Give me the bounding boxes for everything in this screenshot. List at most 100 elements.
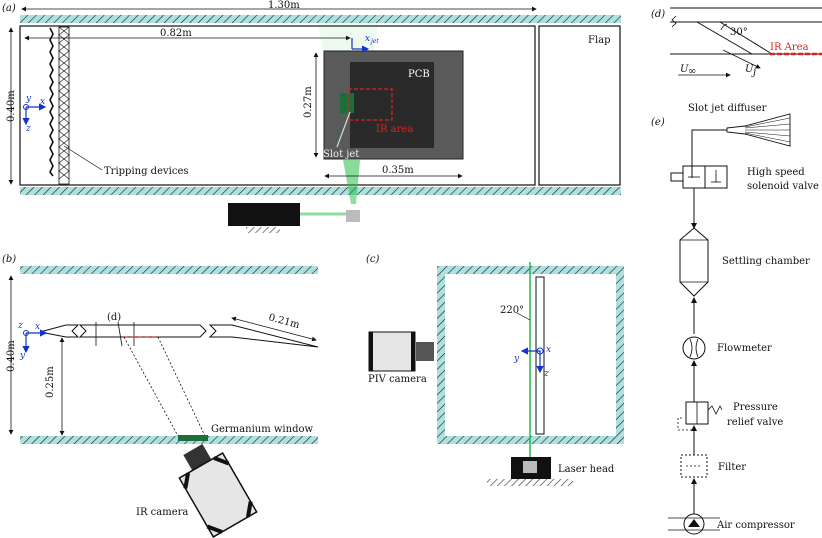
bottom-wall-b [20, 436, 318, 444]
air-compressor [683, 513, 705, 535]
d-break-left [671, 15, 677, 28]
ir-camera-label: IR camera [136, 507, 188, 518]
piv-camera [368, 331, 434, 372]
panel-e-label: (e) [651, 117, 665, 128]
panel-b: (b) 0.40m 0.25m (d) 0.21m z x y Germa [2, 254, 319, 538]
panel-c-label: (c) [366, 254, 380, 265]
pcb-label: PCB [408, 69, 430, 80]
ir-view-line-1 [123, 336, 179, 437]
tripping-label: Tripping devices [104, 166, 189, 177]
axis-x-c: x [546, 345, 551, 355]
ir-area-box [347, 88, 393, 121]
axis-z-b: z [17, 321, 23, 331]
valve-label-1: High speed [747, 167, 805, 178]
germanium-label: Germanium window [211, 424, 313, 435]
laser-head-mount [487, 479, 573, 486]
laser-sheet-bottom [343, 160, 360, 204]
settling-label: Settling chamber [722, 256, 810, 267]
height-label-b: 0.40m [6, 340, 17, 372]
laser-head-label: Laser head [558, 464, 615, 475]
plate-mid [78, 324, 207, 338]
panel-c: (c) 220° x y z PIV camera [366, 254, 624, 486]
d-uj-arrow [722, 49, 761, 69]
axis-xjet-label: x [365, 34, 370, 44]
bottom-wall-a [20, 187, 621, 195]
plate-mark-2 [117, 321, 123, 347]
d-jet-wall-1 [696, 21, 753, 55]
top-wall-a [20, 15, 621, 23]
valve-label-2: solenoid valve [747, 181, 819, 192]
slot-jet-leader [336, 111, 351, 148]
pcb-width-label: 0.35m [382, 165, 414, 176]
slot-jet-block [340, 93, 354, 113]
axis-xjet: x jet [351, 34, 379, 53]
taper-dimension [231, 316, 317, 342]
detail-d-label: (d) [107, 312, 121, 323]
diffuser-label: Slot jet diffuser [688, 103, 767, 114]
filter-label: Filter [718, 462, 746, 473]
tripping-devices [49, 26, 70, 185]
axis-y-b: y [19, 351, 26, 361]
axes-c: x y z [513, 345, 551, 379]
settling-chamber [679, 227, 709, 297]
axes-b: z x y [17, 321, 48, 361]
length-label: 1.30m [268, 0, 300, 11]
d-uj-sub: j [751, 67, 756, 78]
d-uinf-sub: ∞ [688, 66, 696, 77]
ir-view-line-2 [157, 336, 206, 437]
panel-d-label: (d) [651, 9, 665, 20]
wall-right-c [616, 266, 624, 444]
panel-e: (e) Slot jet diffuser High speed solenoi… [651, 103, 819, 535]
axis-y-c: y [513, 354, 520, 364]
plate-leading-edge [39, 324, 80, 338]
axis-z-a: z [25, 124, 31, 134]
d-angle-label: 30° [730, 27, 748, 38]
compressor-symbol [688, 519, 700, 527]
ir-area-label: IR area [376, 124, 413, 135]
pcb-height-label: 0.27m [303, 86, 314, 118]
germanium-window [178, 435, 208, 441]
wall-left-c [437, 266, 445, 444]
test-section-outline [19, 25, 536, 186]
tripping-leader [63, 145, 103, 171]
panel-a-label: (a) [2, 3, 16, 14]
solenoid-valve [670, 165, 728, 189]
d-ir-area-label: IR Area [770, 42, 809, 53]
laser-mirror-a [346, 210, 360, 222]
panel-a: (a) Flap 1.30m 0.82m 0.40m Tripping devi… [2, 0, 621, 233]
axis-x-a: x [40, 97, 45, 107]
slot-jet-diffuser [726, 113, 791, 147]
pipe-to-diffuser [691, 129, 727, 178]
flowmeter [682, 336, 706, 360]
laser-mount-a [246, 227, 280, 233]
d-angle-arc [720, 23, 728, 31]
slot-jet-label: Slot jet [323, 149, 359, 160]
relief-label-2: relief valve [727, 417, 783, 428]
flowmeter-label: Flowmeter [717, 343, 772, 354]
piv-camera-label: PIV camera [368, 374, 427, 385]
axis-y-a: y [25, 94, 32, 104]
d-uj-label: U [745, 64, 754, 75]
axis-x-b: x [35, 322, 40, 332]
axes-a: y x z [22, 94, 47, 134]
panel-d: (d) 30° IR Area U ∞ U j [651, 7, 822, 78]
depth-label-b: 0.25m [45, 366, 56, 398]
angle-220-label: 220° [500, 305, 524, 316]
angle-leader [516, 312, 531, 321]
top-wall-b [20, 266, 318, 274]
laser-head-aperture [523, 461, 537, 473]
axis-z-c: z [543, 369, 549, 379]
flap-label: Flap [588, 35, 611, 46]
panel-b-label: (b) [2, 254, 16, 265]
d-jet-wall-2 [719, 21, 773, 55]
distance-label: 0.82m [160, 28, 192, 39]
pressure-relief-valve [677, 401, 723, 431]
d-uinf-label: U [680, 64, 689, 75]
axis-xjet-sub: jet [369, 38, 379, 45]
flowmeter-symbol [689, 338, 699, 358]
filter [680, 454, 708, 478]
compressor-label: Air compressor [716, 520, 795, 531]
flap-outline [538, 25, 621, 186]
relief-label-1: Pressure [733, 402, 778, 413]
